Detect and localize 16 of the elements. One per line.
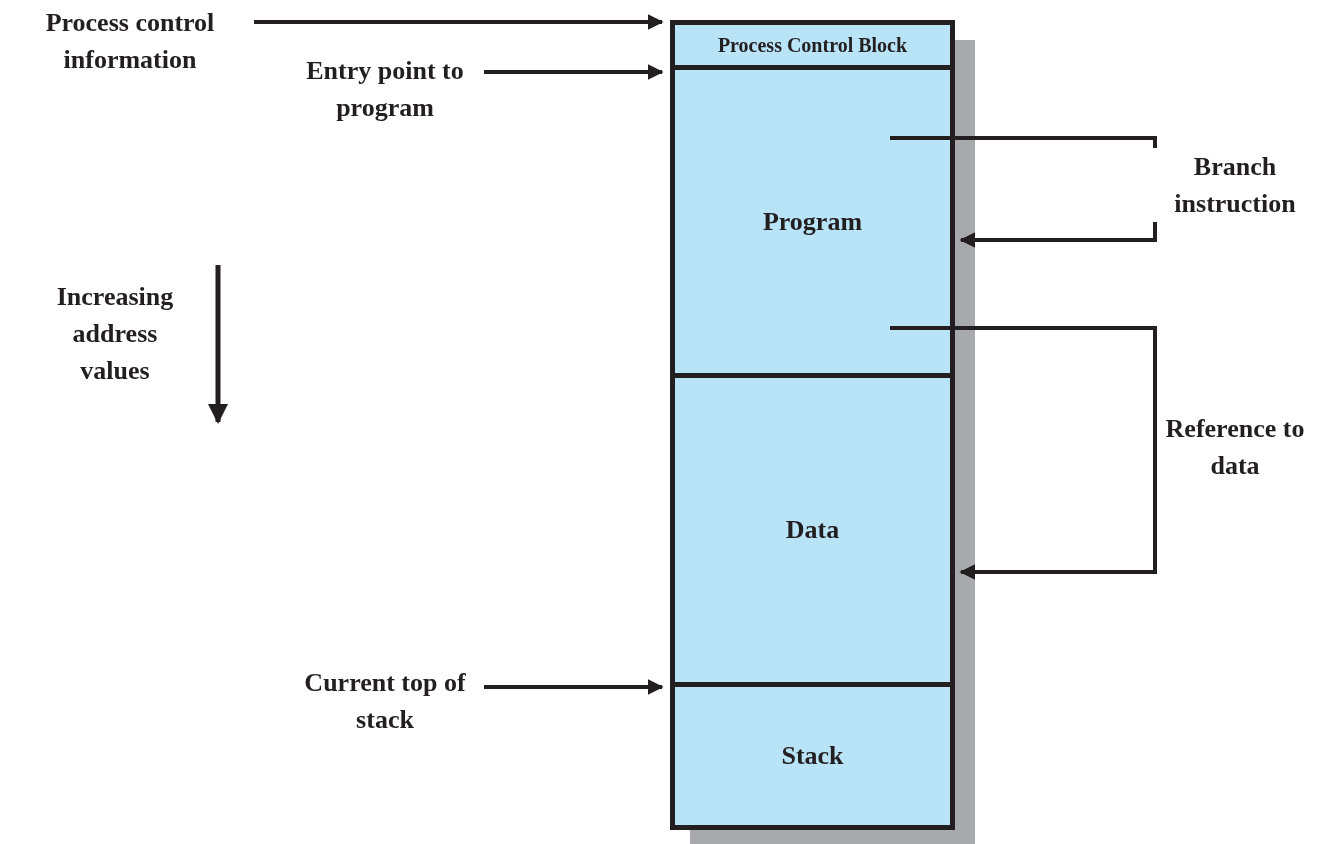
arrow: [254, 14, 664, 30]
arrow: [484, 679, 664, 695]
callout-text: Process control information: [10, 4, 250, 78]
callout-text: Current top of stack: [290, 664, 480, 738]
axis-note: Increasing address values: [55, 281, 175, 387]
callout-text: Entry point to program: [290, 52, 480, 126]
memory-region: [670, 20, 955, 70]
memory-region: [670, 378, 955, 687]
region-label: Program: [762, 206, 863, 237]
arrow: [890, 326, 1157, 580]
region-label: Data: [785, 515, 840, 545]
arrow: [484, 64, 664, 80]
memory-region: [670, 687, 955, 830]
region-label: Process Control Block: [717, 33, 908, 57]
region-label: Stack: [781, 741, 844, 771]
memory-region: [670, 70, 955, 378]
